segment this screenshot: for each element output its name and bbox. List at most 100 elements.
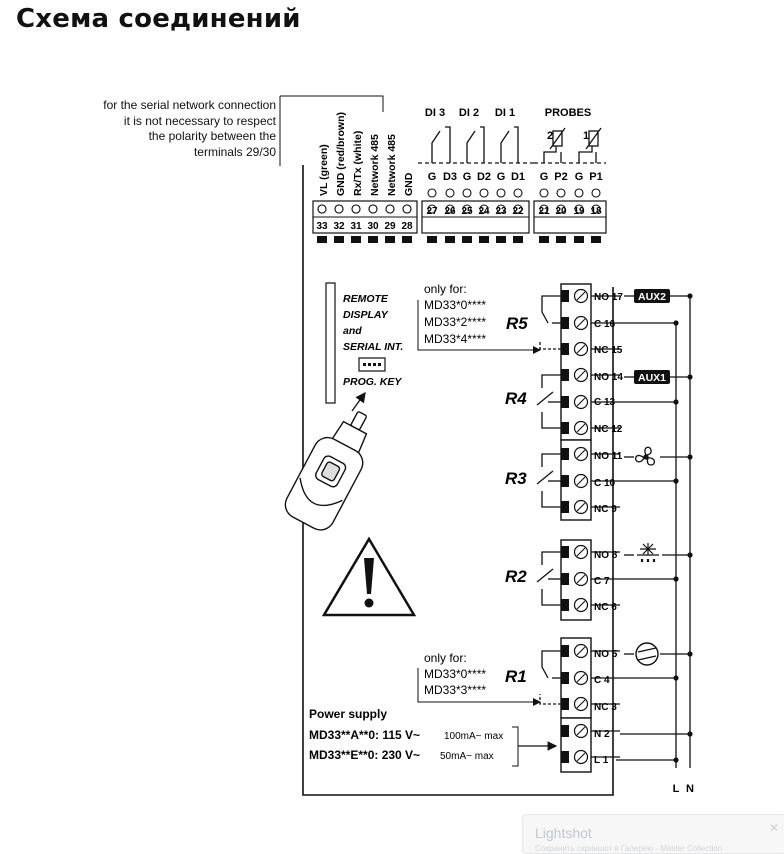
junction-dot bbox=[673, 675, 679, 681]
lightshot-watermark[interactable]: Lightshot Сохранить скриншот в Галерею -… bbox=[522, 814, 784, 854]
terminal-number: 19 bbox=[573, 206, 585, 217]
terminal-number: 31 bbox=[350, 221, 362, 232]
screw-slot bbox=[576, 449, 586, 459]
junction-dot bbox=[687, 552, 693, 558]
output-clamp bbox=[561, 645, 569, 657]
probe-id: 2 bbox=[547, 130, 553, 142]
output-label-l1: L 1 bbox=[594, 755, 609, 766]
output-clamp bbox=[561, 501, 569, 513]
output-label-nc3: NC 3 bbox=[594, 702, 617, 713]
screw-slot bbox=[576, 673, 586, 683]
serial-label-rxtx: Rx/Tx (white) bbox=[352, 131, 364, 196]
terminal-clamp bbox=[513, 236, 523, 243]
screw-slot bbox=[576, 476, 586, 486]
probe-pin-label: P1 bbox=[589, 171, 602, 183]
output-label-c13: C 13 bbox=[594, 397, 616, 408]
probe-pin-label: P2 bbox=[554, 171, 567, 183]
terminal-number: 20 bbox=[555, 206, 567, 217]
output-clamp bbox=[561, 317, 569, 329]
power-bracket bbox=[512, 726, 519, 767]
junction-dot bbox=[673, 576, 679, 582]
output-label-nc12: NC 12 bbox=[594, 424, 623, 435]
relay-label-r3: R3 bbox=[505, 469, 527, 488]
prog-key-arrow bbox=[351, 391, 366, 412]
relay-label-r2: R2 bbox=[505, 567, 527, 586]
terminal-number: 21 bbox=[538, 206, 550, 217]
power-line1-current: 100mA~ max bbox=[444, 731, 503, 742]
screw-slot bbox=[576, 318, 586, 328]
terminal-number: 22 bbox=[512, 206, 524, 217]
terminal-clamp bbox=[385, 236, 395, 243]
r1-note-model: MD33*3**** bbox=[424, 683, 486, 697]
terminal-number: 18 bbox=[590, 206, 602, 217]
power-line2-current: 50mA~ max bbox=[440, 751, 494, 762]
screw-slot bbox=[576, 726, 586, 736]
terminal-screw bbox=[539, 204, 549, 214]
output-label-c16: C 16 bbox=[594, 319, 616, 330]
serial-label-gnd: GND (red/brown) bbox=[335, 112, 347, 196]
aux1-label: AUX1 bbox=[638, 372, 666, 384]
output-label-c7: C 7 bbox=[594, 576, 610, 587]
terminal-pin bbox=[445, 188, 455, 198]
output-label-no14: NO 14 bbox=[594, 372, 623, 383]
prog-key-label: PROG. KEY bbox=[343, 376, 402, 388]
terminal-clamp bbox=[351, 236, 361, 243]
fan-icon bbox=[634, 446, 656, 466]
terminal-clamp bbox=[539, 236, 549, 243]
junction-dot bbox=[673, 399, 679, 405]
di1-header: DI 1 bbox=[495, 107, 515, 119]
terminal-screw bbox=[479, 204, 489, 214]
output-clamp bbox=[561, 599, 569, 611]
output-label-no8: NO 8 bbox=[594, 550, 618, 561]
output-clamp bbox=[561, 475, 569, 487]
remote-line: REMOTE bbox=[343, 293, 389, 305]
screw-slot bbox=[576, 291, 586, 301]
terminal-clamp bbox=[427, 236, 437, 243]
terminal-pin bbox=[427, 188, 437, 198]
output-clamp bbox=[561, 422, 569, 434]
compressor-icon bbox=[635, 642, 659, 666]
defrost-icon bbox=[637, 543, 659, 562]
relay-label-r4: R4 bbox=[505, 389, 527, 408]
di-pin-label: G bbox=[463, 171, 472, 183]
di2-header: DI 2 bbox=[459, 107, 479, 119]
di-pin-label: G bbox=[428, 171, 437, 183]
output-label-nc15: NC 15 bbox=[594, 345, 623, 356]
probes-header: PROBES bbox=[545, 107, 591, 119]
power-line1-model: MD33**A**0: 115 V~ bbox=[309, 728, 420, 742]
output-label-no17: NO 17 bbox=[594, 292, 623, 303]
terminal-number: 30 bbox=[367, 221, 379, 232]
remote-line: SERIAL INT. bbox=[343, 341, 403, 353]
terminal-pin bbox=[539, 188, 549, 198]
r1-note-head: only for: bbox=[424, 651, 467, 665]
terminal-clamp bbox=[556, 236, 566, 243]
r5-note-head: only for: bbox=[424, 282, 467, 296]
terminal-pin bbox=[556, 188, 566, 198]
terminal-clamp bbox=[368, 236, 378, 243]
screw-slot bbox=[576, 370, 586, 380]
screw-slot bbox=[576, 344, 586, 354]
relay-label-r1: R1 bbox=[505, 667, 527, 686]
mains-n-label: N bbox=[686, 783, 694, 795]
terminal-pin bbox=[479, 188, 489, 198]
prog-key-connector bbox=[358, 357, 386, 372]
terminal-clamp bbox=[317, 236, 327, 243]
junction-dot bbox=[687, 651, 693, 657]
terminal-number: 28 bbox=[401, 221, 413, 232]
close-icon[interactable]: ✕ bbox=[768, 821, 779, 835]
output-label-n2: N 2 bbox=[594, 729, 610, 740]
digital-input-switches bbox=[418, 126, 534, 164]
screw-slot bbox=[576, 752, 586, 762]
terminal-screw bbox=[317, 204, 327, 214]
terminal-screw bbox=[334, 204, 344, 214]
di3-header: DI 3 bbox=[425, 107, 445, 119]
screw-slot bbox=[576, 547, 586, 557]
junction-dot bbox=[673, 478, 679, 484]
r1-note-model: MD33*0**** bbox=[424, 667, 486, 681]
terminal-number: 29 bbox=[384, 221, 396, 232]
r1-note-arrow bbox=[417, 668, 541, 706]
probe-pin-label: G bbox=[575, 171, 584, 183]
junction-dot bbox=[687, 454, 693, 460]
screw-slot bbox=[576, 646, 586, 656]
